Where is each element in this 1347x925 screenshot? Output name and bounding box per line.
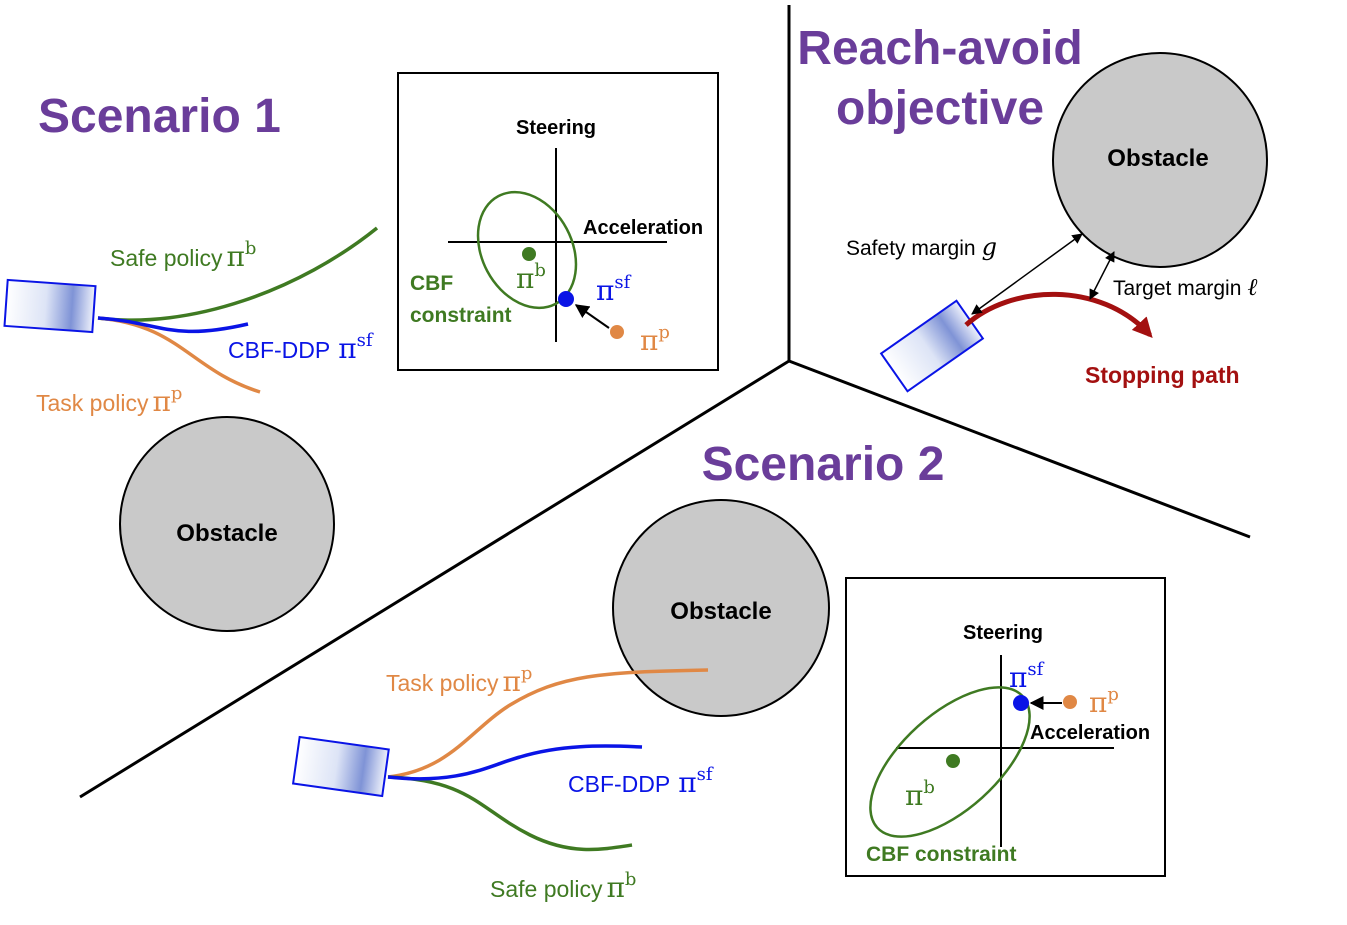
scenario1-pi-b-label: πb (516, 260, 546, 295)
scenario2-safe-path (387, 775, 633, 852)
scenario1-pi-sf-label: πsf (596, 272, 632, 307)
scenario2-obstacle-label: Obstacle (670, 598, 771, 625)
stopping-path (964, 291, 1153, 338)
stopping-path-label: Stopping path (1085, 362, 1240, 388)
reach-avoid-car (879, 299, 985, 393)
scenario1-cbf-label-line2: constraint (410, 304, 512, 327)
scenario1-pi-p-label: πp (640, 322, 670, 357)
scenario1-inset: Steering Acceleration CBF constraint πb … (397, 72, 719, 371)
scenario2-cbf-label: CBF constraint (866, 843, 1017, 866)
scenario2-car (291, 735, 390, 798)
scenario2-pi-b-label: πb (905, 777, 935, 812)
scenario1-pi-b-dot (522, 247, 536, 261)
scenario2-pi-b-dot (946, 754, 960, 768)
scenario1-safe-path (97, 226, 379, 322)
scenario1-cbf-label-line1: CBF (410, 272, 453, 295)
scenario1-obstacle (119, 416, 335, 632)
divider-right (788, 359, 1251, 539)
scenario1-acceleration-label: Acceleration (583, 217, 703, 239)
scenario2-inset: Steering Acceleration CBF constraint πb … (845, 577, 1166, 877)
target-margin-arrow (1089, 251, 1115, 300)
scenario2-acceleration-label: Acceleration (1030, 722, 1150, 744)
scenario1-pi-p-dot (610, 325, 624, 339)
scenario2-inset-frame (845, 577, 1166, 877)
scenario1-cbf-ellipse (476, 190, 578, 310)
scenario1-steering-label: Steering (516, 117, 596, 139)
safety-margin-arrow (971, 233, 1083, 315)
scenario2-pi-sf-dot (1013, 695, 1029, 711)
reach-avoid-title-line2: objective (836, 82, 1044, 135)
scenario2-pi-p-label: πp (1089, 684, 1119, 719)
scenario2-cbf-path (387, 744, 643, 781)
scenario2-pi-p-dot (1063, 695, 1077, 709)
scenario2-task-path (387, 668, 709, 779)
scenario2-title: Scenario 2 (702, 438, 945, 491)
scenario1-projection-arrow (574, 304, 610, 329)
reach-avoid-obstacle-label: Obstacle (1107, 145, 1208, 172)
reach-avoid-title-line1: Reach-avoid (797, 22, 1082, 75)
scenario1-cbf-path (97, 316, 249, 334)
scenario1-title: Scenario 1 (38, 90, 281, 143)
panel-dividers (79, 5, 1251, 799)
scenario2-pi-sf-label: πsf (1009, 659, 1045, 694)
reach-avoid-obstacle (1052, 52, 1268, 268)
scenario1-car (3, 278, 97, 334)
reach-avoid-panel: Reach-avoid objective Obstacle Safety ma… (797, 22, 1268, 393)
scenario1-obstacle-label: Obstacle (176, 520, 277, 547)
divider-left (79, 359, 790, 799)
scenario1-pi-sf-dot (558, 291, 574, 307)
scenario1-inset-frame (397, 72, 719, 371)
scenario2-steering-label: Steering (963, 622, 1043, 644)
scenario2-obstacle (612, 499, 830, 717)
